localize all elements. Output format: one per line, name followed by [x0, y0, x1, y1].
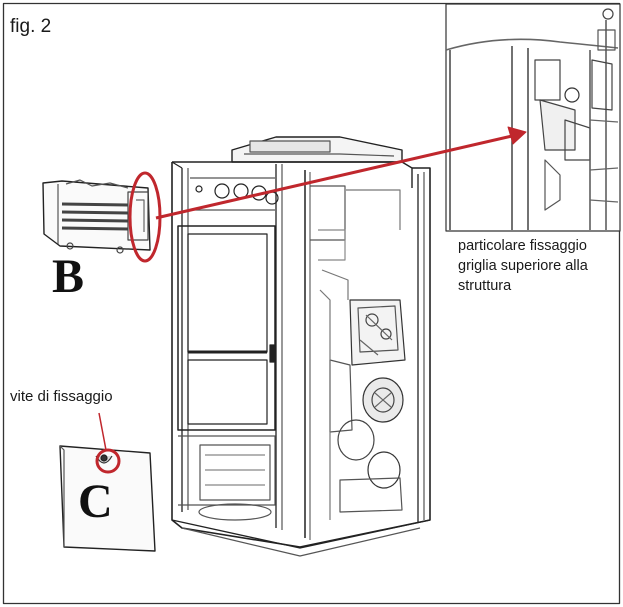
red-callouts	[95, 126, 527, 474]
figure-label: fig. 2	[10, 16, 52, 37]
screw-label: vite di fissaggio	[10, 388, 113, 405]
lower-panel-c	[59, 445, 156, 552]
pellet-stove-drawing	[171, 136, 431, 557]
screw-highlight-circle	[95, 448, 121, 474]
detail-arrow-line	[155, 134, 513, 220]
panel-c-letter: C	[78, 475, 113, 528]
detail-caption: particolare fissaggio griglia superiore …	[458, 236, 623, 296]
detail-inset	[445, 3, 621, 232]
panel-b-letter: B	[52, 250, 85, 303]
top-grille-panel-b	[42, 179, 151, 254]
detail-arrow-head	[507, 126, 527, 145]
screw-leader-line	[98, 412, 107, 451]
detail-caption-line-2: griglia superiore alla	[458, 258, 588, 274]
detail-caption-line-1: particolare fissaggio	[458, 238, 587, 254]
detail-caption-line-3: struttura	[458, 278, 512, 294]
